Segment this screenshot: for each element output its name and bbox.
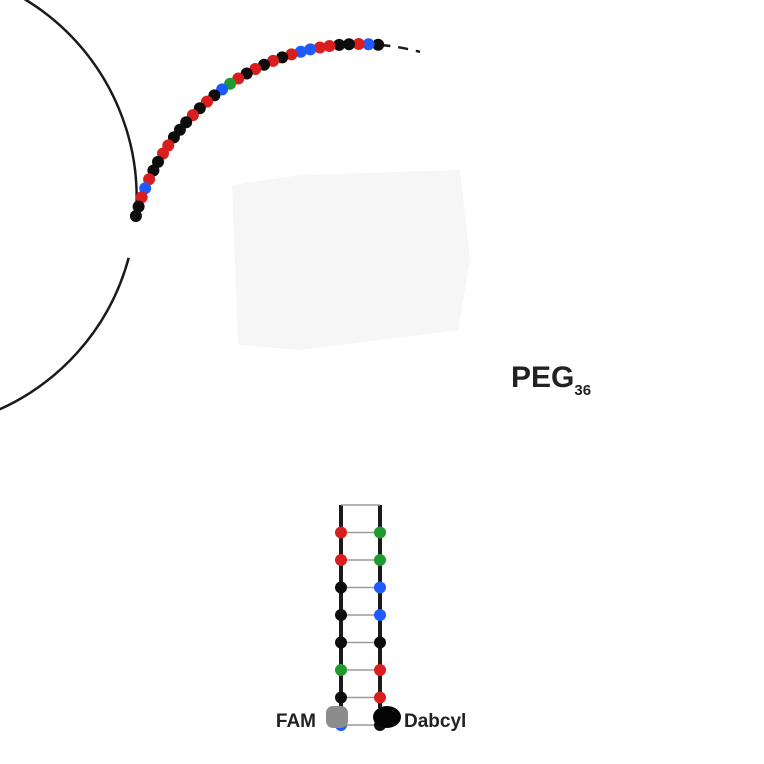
loop-nucleotides — [129, 38, 385, 222]
loop-nucleotide — [135, 191, 148, 204]
stem-left-nucleotide — [335, 526, 347, 539]
stem-right-nucleotide — [374, 526, 386, 539]
peg-label: PEG36 — [511, 361, 591, 399]
loop-nucleotide — [132, 200, 145, 213]
dabcyl-marker — [373, 706, 401, 728]
stem-right-nucleotide — [374, 554, 386, 566]
stem-right-nucleotide — [374, 664, 386, 676]
loop-nucleotide — [129, 210, 142, 222]
dabcyl-quencher: Dabcyl — [373, 706, 466, 732]
stem-right-nucleotide — [374, 609, 386, 621]
fam-fluorophore: FAM — [276, 706, 348, 732]
stem-left-nucleotide — [335, 609, 347, 621]
loop-nucleotide — [294, 45, 307, 58]
loop-nucleotide — [304, 43, 317, 56]
loop-nucleotide — [352, 38, 365, 50]
fam-label: FAM — [276, 711, 316, 732]
stem-left-nucleotide — [335, 636, 347, 649]
stem-left-nucleotide — [335, 691, 347, 704]
stem-right-nucleotide — [374, 691, 386, 704]
svg-text:PEG36: PEG36 — [511, 361, 591, 399]
stem-right-nucleotide — [374, 581, 386, 594]
peg-label-main: PEG — [511, 361, 574, 394]
loop-solid-backbone — [0, 0, 138, 411]
fam-marker — [326, 706, 348, 728]
loop-nucleotide — [276, 51, 289, 64]
loop-nucleotide — [313, 41, 326, 54]
loop-nucleotide — [343, 38, 355, 51]
loop-nucleotide — [372, 38, 385, 51]
dabcyl-label: Dabcyl — [404, 711, 466, 732]
stem-left-nucleotide — [335, 664, 347, 676]
stem-right-nucleotide — [374, 636, 386, 649]
faint-watermark — [232, 170, 470, 350]
stem-left-nucleotide — [335, 581, 347, 594]
stem-left-nucleotide — [335, 554, 347, 566]
stem — [335, 504, 386, 731]
loop-nucleotide — [139, 182, 152, 195]
loop-nucleotide — [362, 38, 375, 51]
loop-nucleotide — [267, 54, 280, 67]
loop-nucleotide — [285, 48, 298, 61]
peg-label-subscript: 36 — [574, 382, 591, 399]
loop-nucleotide — [323, 40, 336, 52]
loop-nucleotide — [333, 38, 346, 51]
